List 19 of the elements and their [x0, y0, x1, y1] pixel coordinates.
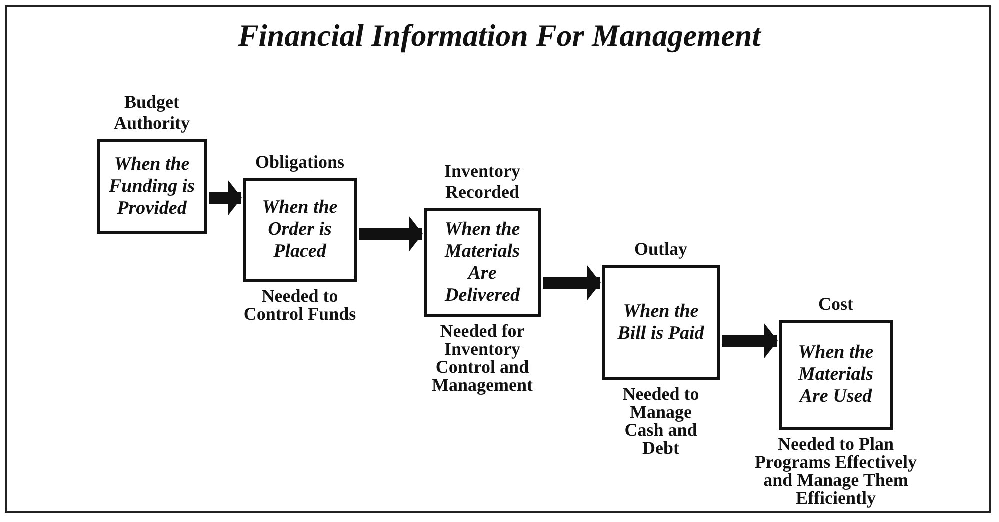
box-text: When the Bill is Paid [616, 300, 706, 344]
block-arrow [543, 265, 601, 301]
block-arrow [359, 216, 423, 252]
step-heading: Outlay [633, 239, 688, 260]
step-heading: Inventory Recorded [444, 161, 522, 203]
box-text: When the Materials Are Used [797, 342, 875, 408]
box-text: When the Materials Are Delivered [444, 218, 522, 306]
box-text: When the Order is Placed [261, 197, 339, 263]
step-heading: Budget Authority [113, 92, 191, 134]
note-text: Needed to Control Funds [242, 287, 358, 323]
diagram-title: Financial Information For Management [237, 18, 762, 54]
step-heading: Cost [818, 294, 854, 315]
block-arrow [209, 180, 242, 216]
note-text: Needed for Inventory Control and Management [431, 322, 534, 394]
box-text: When the Funding is Provided [108, 154, 196, 220]
block-arrow [722, 323, 778, 359]
note-text: Needed to Manage Cash and Debt [622, 385, 700, 457]
step-heading: Obligations [254, 152, 346, 173]
note-text: Needed to Plan Programs Effectively and Manage Them Efficiently [754, 435, 918, 507]
